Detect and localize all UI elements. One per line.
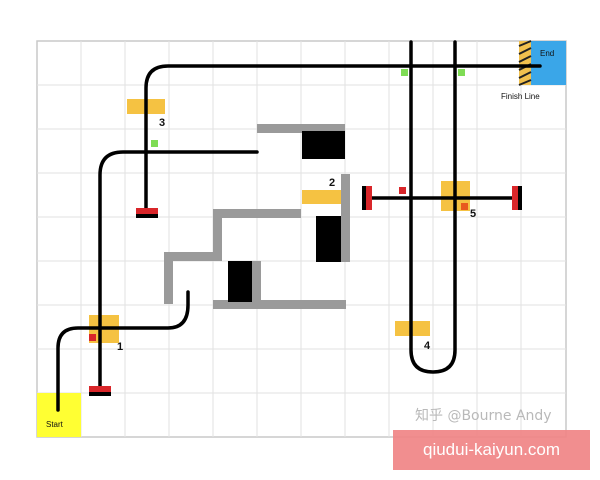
end-label: End [540, 49, 554, 58]
green-dot [401, 69, 408, 76]
marker-label-1: 1 [117, 341, 123, 353]
green-dot [151, 140, 158, 147]
stop-bar-3 [136, 208, 158, 218]
marker-label-4: 4 [424, 340, 431, 352]
start-label: Start [46, 420, 64, 429]
marker-label-5: 5 [470, 208, 476, 220]
watermark-band [393, 430, 590, 470]
walls [164, 124, 350, 309]
zhihu-watermark: 知乎 @Bourne Andy [415, 408, 552, 424]
finish-line-label: Finish Line [501, 92, 540, 101]
marker-label-2: 2 [329, 177, 335, 189]
marker-zone-2 [302, 190, 342, 204]
red-dot [399, 187, 406, 194]
red-dot [89, 334, 96, 341]
black-blocks [228, 131, 345, 302]
end-zone [531, 41, 566, 85]
grid [37, 41, 566, 437]
stop-bar-5-right [512, 186, 522, 210]
marker-label-3: 3 [159, 117, 165, 129]
stop-bar-1 [89, 386, 111, 396]
stop-bar-5-left [362, 186, 372, 210]
green-dot [458, 69, 465, 76]
site-watermark: qiudui-kaiyun.com [422, 440, 560, 459]
track [56, 40, 542, 412]
red-dot [461, 203, 468, 210]
finish-line [518, 40, 532, 86]
